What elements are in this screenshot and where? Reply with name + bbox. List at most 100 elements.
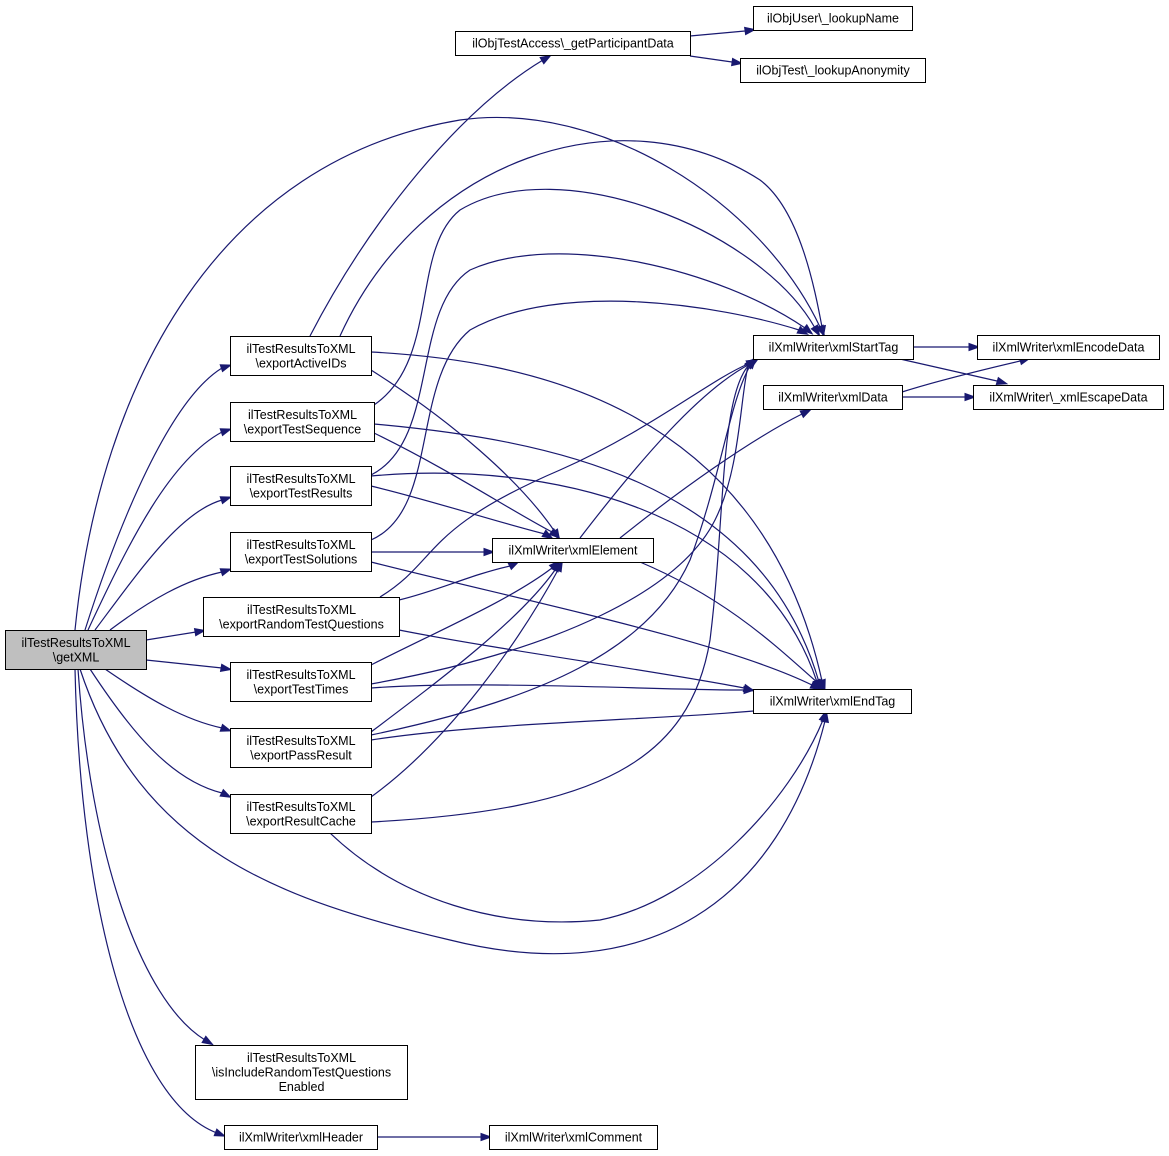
node-label: ilObjTest\_lookupAnonymity	[756, 64, 910, 78]
node-box	[492, 538, 654, 563]
arrowhead-root-to-isIncludeRandom	[201, 1035, 214, 1046]
edge-root-to-isIncludeRandom	[77, 668, 211, 1044]
edge-root-to-exportActiveIDs	[84, 365, 229, 631]
edge-layer	[74, 26, 1032, 1142]
node-getParticipantData[interactable]: ilObjTestAccess\_getParticipantData	[455, 31, 691, 56]
node-xmlEscapeData[interactable]: ilXmlWriter\_xmlEscapeData	[973, 385, 1164, 410]
edge-exportActiveIDs-to-xmlEndTag	[370, 351, 825, 688]
edge-exportTestSolutions-to-xmlStartTag	[370, 300, 806, 541]
node-box	[753, 689, 912, 714]
arrowhead-root-to-exportTestSolutions	[219, 568, 233, 577]
node-exportResultCache[interactable]: ilTestResultsToXML\exportResultCache	[230, 794, 372, 834]
arrowhead-exportTestResults-to-xmlStartTag	[801, 323, 814, 335]
edge-exportPassResult-to-xmlElement	[370, 563, 559, 733]
node-label: \exportResultCache	[246, 814, 356, 828]
edge-xmlStartTag-to-xmlEscapeData	[899, 358, 1005, 384]
edge-exportTestSequence-to-xmlEndTag	[373, 423, 822, 688]
arrowhead-exportResultCache-to-xmlElement	[553, 559, 563, 573]
arrowhead-exportActiveIDs-to-getParticipantData	[539, 54, 552, 65]
node-label: \isIncludeRandomTestQuestions	[212, 1066, 391, 1080]
node-lookupAnonymity[interactable]: ilObjTest\_lookupAnonymity	[740, 58, 926, 83]
node-box	[230, 728, 372, 768]
node-exportTestSolutions[interactable]: ilTestResultsToXML\exportTestSolutions	[230, 532, 372, 572]
node-box	[230, 402, 375, 442]
arrowhead-root-to-exportResultCache	[219, 788, 233, 798]
arrowhead-getParticipantData-to-lookupName	[744, 26, 757, 36]
node-label: ilTestResultsToXML	[246, 800, 355, 814]
node-xmlElement[interactable]: ilXmlWriter\xmlElement	[492, 538, 654, 563]
edge-xmlElement-to-xmlStartTag	[579, 359, 757, 539]
edge-exportRandomTestQuestions-to-xmlElement	[398, 562, 517, 601]
node-xmlEncodeData[interactable]: ilXmlWriter\xmlEncodeData	[977, 335, 1160, 360]
node-box	[230, 662, 372, 702]
node-xmlHeader[interactable]: ilXmlWriter\xmlHeader	[224, 1125, 378, 1150]
arrowhead-xmlStartTag-to-xmlEscapeData	[995, 376, 1009, 386]
arrowhead-xmlHeader-to-xmlComment	[480, 1132, 493, 1142]
node-label: ilXmlWriter\xmlElement	[509, 544, 638, 558]
node-label: ilXmlWriter\xmlStartTag	[769, 341, 899, 355]
arrowhead-root-to-exportRandomTestQuestions	[193, 627, 207, 637]
node-label: ilXmlWriter\xmlHeader	[239, 1131, 363, 1145]
arrowhead-xmlElement-to-xmlData	[799, 409, 813, 419]
node-xmlEndTag[interactable]: ilXmlWriter\xmlEndTag	[753, 689, 912, 714]
arrowhead-exportTestSolutions-to-xmlElement	[483, 547, 496, 557]
node-label: ilTestResultsToXML	[246, 538, 355, 552]
node-label: ilXmlWriter\_xmlEscapeData	[989, 391, 1147, 405]
edge-exportTestResults-to-xmlStartTag	[370, 253, 811, 476]
arrowhead-exportTestSequence-to-xmlStartTag	[810, 324, 821, 337]
edge-exportRandomTestQuestions-to-xmlEndTag	[398, 629, 752, 691]
arrowhead-root-to-exportActiveIDs	[219, 364, 233, 373]
edge-root-to-exportTestSolutions	[109, 569, 229, 631]
node-exportRandomTestQuestions[interactable]: ilTestResultsToXML\exportRandomTestQuest…	[203, 597, 400, 637]
edge-root-to-exportPassResult	[104, 668, 229, 731]
node-label: \exportTestResults	[250, 486, 353, 500]
node-label: ilTestResultsToXML	[247, 1051, 356, 1065]
edge-root-to-xmlStartTag	[74, 116, 824, 631]
node-exportPassResult[interactable]: ilTestResultsToXML\exportPassResult	[230, 728, 372, 768]
node-label: \exportTestSequence	[244, 422, 361, 436]
node-lookupName[interactable]: ilObjUser\_lookupName	[753, 6, 913, 31]
node-box	[230, 466, 372, 506]
node-xmlStartTag[interactable]: ilXmlWriter\xmlStartTag	[753, 335, 914, 360]
arrowhead-xmlStartTag-to-xmlEncodeData	[968, 342, 981, 352]
edge-xmlElement-to-xmlEndTag	[639, 561, 823, 689]
edge-exportPassResult-to-xmlStartTag	[370, 360, 755, 736]
node-label: ilXmlWriter\xmlData	[778, 391, 888, 405]
edge-exportTestResults-to-xmlEndTag	[370, 472, 820, 688]
node-exportActiveIDs[interactable]: ilTestResultsToXML\exportActiveIDs	[230, 336, 372, 376]
node-box	[224, 1125, 378, 1150]
node-label: \exportTestTimes	[254, 682, 349, 696]
node-xmlData[interactable]: ilXmlWriter\xmlData	[763, 385, 903, 410]
edge-exportResultCache-to-xmlEndTag	[329, 713, 826, 923]
node-exportTestResults[interactable]: ilTestResultsToXML\exportTestResults	[230, 466, 372, 506]
arrowhead-exportActiveIDs-to-xmlStartTag	[817, 324, 827, 338]
arrowhead-exportTestTimes-to-xmlEndTag	[743, 685, 756, 695]
node-box	[763, 385, 903, 410]
node-label: ilTestResultsToXML	[246, 342, 355, 356]
edge-exportResultCache-to-xmlElement	[370, 563, 562, 798]
edge-exportActiveIDs-to-getParticipantData	[309, 56, 549, 337]
node-label: ilObjUser\_lookupName	[767, 12, 899, 26]
arrowhead-exportTestSolutions-to-xmlStartTag	[796, 325, 810, 335]
edge-exportTestTimes-to-xmlElement	[370, 562, 558, 666]
edge-xmlData-to-xmlEncodeData	[901, 358, 1028, 393]
edge-root-to-xmlEndTag	[79, 668, 827, 955]
node-box	[203, 597, 400, 637]
node-layer: ilTestResultsToXML\getXMLilTestResultsTo…	[5, 6, 1164, 1150]
edge-root-to-exportResultCache	[89, 668, 229, 797]
node-root[interactable]: ilTestResultsToXML\getXML	[5, 630, 147, 670]
arrowhead-exportTestResults-to-xmlElement	[541, 529, 554, 540]
node-label: ilTestResultsToXML	[21, 636, 130, 650]
node-box	[230, 794, 372, 834]
node-exportTestTimes[interactable]: ilTestResultsToXML\exportTestTimes	[230, 662, 372, 702]
arrowhead-root-to-exportTestTimes	[219, 663, 233, 673]
node-isIncludeRandom[interactable]: ilTestResultsToXML\isIncludeRandomTestQu…	[195, 1045, 408, 1100]
node-label: ilXmlWriter\xmlComment	[505, 1131, 643, 1145]
node-exportTestSequence[interactable]: ilTestResultsToXML\exportTestSequence	[230, 402, 375, 442]
edge-getParticipantData-to-lookupName	[689, 29, 753, 37]
edge-exportTestTimes-to-xmlStartTag	[370, 360, 753, 685]
node-label: ilTestResultsToXML	[246, 472, 355, 486]
node-xmlComment[interactable]: ilXmlWriter\xmlComment	[489, 1125, 658, 1150]
node-label: \exportRandomTestQuestions	[219, 617, 384, 631]
